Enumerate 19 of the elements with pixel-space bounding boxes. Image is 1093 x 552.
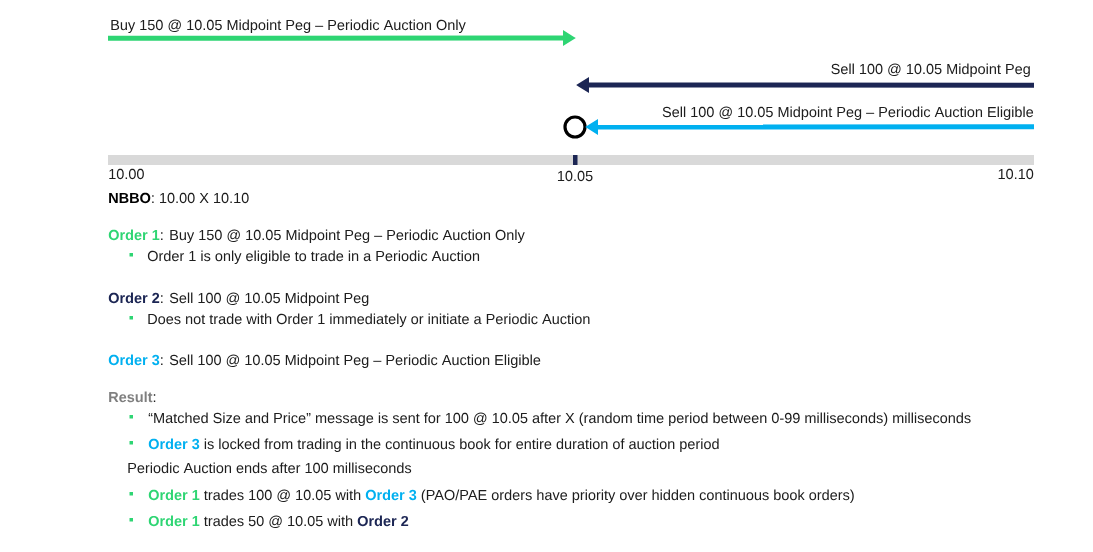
order-label: Sell 100 @ 10.05 Midpoint Peg – Periodic Auction Eligible (662, 106, 1034, 120)
order-heading: Order 1: Buy 150 @ 10.05 Midpoint Peg – Periodic Auction Only (108, 229, 525, 243)
bullet-text: Order 3 is locked from trading in the continuous book for entire duration of auction period (148, 438, 719, 452)
bullet-text: Order 1 trades 50 @ 10.05 with Order 2 (148, 515, 409, 528)
tick-label: 10.00 (109, 168, 144, 180)
text-line: NBBO: 10.00 X 10.10 (109, 192, 249, 204)
section-heading: Result: (109, 391, 156, 403)
bullet-text: “Matched Size and Price” message is sent for 100 @ 10.05 after X (random time period between 0-99 milliseconds) milliseconds (148, 412, 971, 426)
order-heading: Order 3: Sell 100 @ 10.05 Midpoint Peg – Periodic Auction Eligible (108, 354, 541, 368)
bullet-text: Order 1 is only eligible to trade in a Periodic Auction (147, 250, 480, 264)
bullet-text: Does not trade with Order 1 immediately or initiate a Periodic Auction (148, 313, 590, 327)
order-label: Sell 100 @ 10.05 Midpoint Peg (831, 63, 1030, 77)
order-heading: Order 2: Sell 100 @ 10.05 Midpoint Peg (108, 292, 369, 306)
tick-label: 10.05 (557, 170, 593, 182)
tick-label: 10.10 (998, 168, 1034, 180)
ring-icon (563, 115, 587, 139)
bullet-text: Order 1 trades 100 @ 10.05 with Order 3 (PAO/PAE orders have priority over hidden continuous book orders) (148, 489, 854, 503)
order-label: Buy 150 @ 10.05 Midpoint Peg – Periodic Auction Only (111, 19, 466, 33)
text-line: Periodic Auction ends after 100 milliseconds (128, 462, 412, 474)
